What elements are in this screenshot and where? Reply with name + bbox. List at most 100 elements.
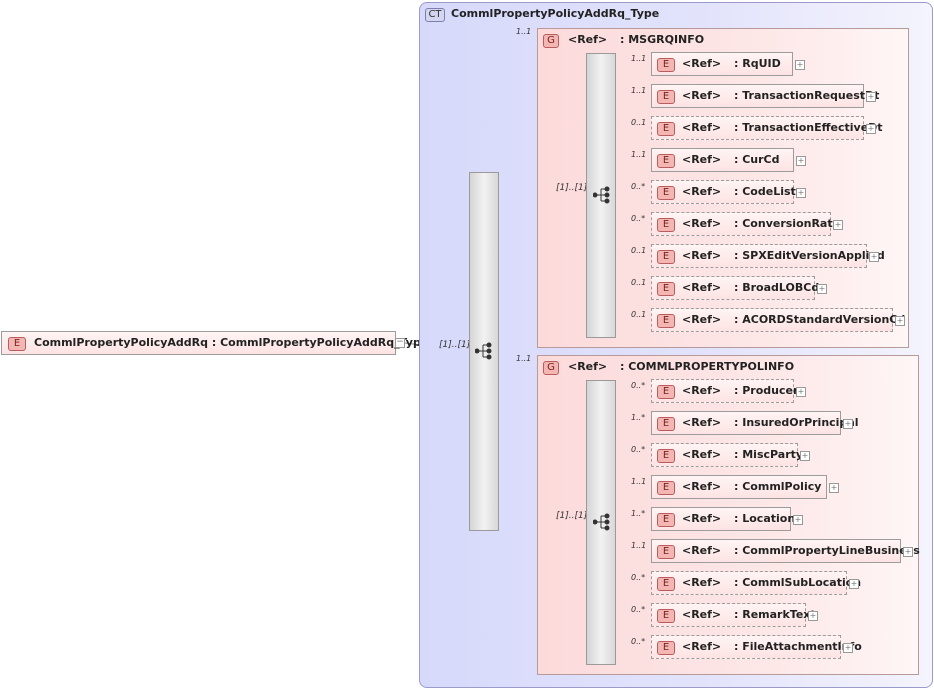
element-ref-label: <Ref> [682,448,722,461]
element-name-label: : CodeList [734,185,796,198]
expand-icon[interactable]: + [869,252,879,262]
complex-type-label: CommlPropertyPolicyAddRq_Type [451,7,660,20]
expand-icon[interactable]: + [895,316,905,326]
element-ref-label: <Ref> [682,313,722,326]
element-ref-label: <Ref> [682,249,722,262]
expand-icon[interactable]: + [796,387,806,397]
group2-cardinality: 1..1 [516,354,532,363]
element-tag-icon: E [657,641,675,655]
element-cardinality: 0..* [631,182,646,191]
element-name-label: : BroadLOBCd [734,281,820,294]
element-cardinality: 0..* [631,605,646,614]
element-name-label: : Location [734,512,796,525]
expand-icon[interactable]: + [796,188,806,198]
expand-icon[interactable]: + [808,611,818,621]
group2-sequence-icon [593,513,610,531]
element-name-label: : CommlPropertyLineBusiness [734,544,920,557]
element-ref-label: <Ref> [682,121,722,134]
element-cardinality: 0..1 [631,246,647,255]
element-cardinality: 0..* [631,573,646,582]
expand-icon[interactable]: + [793,515,803,525]
expand-icon[interactable]: + [833,220,843,230]
element-tag-icon: E [657,90,675,104]
element-cardinality: 1..* [631,413,646,422]
group1-cardinality: 1..1 [516,27,532,36]
element-box[interactable]: E<Ref>: Location [651,507,795,531]
sequence-occurrence: [1]..[1] [439,340,471,350]
element-cardinality: 0..1 [631,310,647,319]
group-tag-icon: G [543,34,559,48]
expand-icon[interactable]: + [849,579,859,589]
element-tag-icon: E [657,385,675,399]
element-cardinality: 0..1 [631,118,647,127]
expand-icon[interactable]: + [903,547,913,557]
expand-icon[interactable]: + [800,451,810,461]
element-box[interactable]: E <Ref> : TransactionRequestDt [651,84,879,108]
sequence-icon [475,342,492,360]
group1-ref: <Ref> [568,33,608,46]
group-tag-icon: G [543,361,559,375]
element-box[interactable]: E<Ref>: Producer [651,379,798,403]
element-box[interactable]: E<Ref>: MiscParty [651,443,803,467]
element-box[interactable]: E <Ref> : CodeList [651,180,796,204]
element-box[interactable]: E<Ref>: CommlPropertyLineBusiness [651,539,920,563]
element-box[interactable]: E <Ref> : InsuredOrPrincipal [651,411,859,435]
expand-icon[interactable]: + [866,124,876,134]
element-tag-icon: E [657,154,675,168]
element-tag-icon: E [657,314,675,328]
expand-icon[interactable]: + [829,483,839,493]
element-box[interactable]: E<Ref>: ACORDStandardVersionCd [651,308,905,332]
element-cardinality: 1..1 [631,86,647,95]
element-box[interactable]: E<Ref>: RqUID [651,52,793,76]
element-box[interactable]: E<Ref>: ConversionRate [651,212,840,236]
element-cardinality: 1..1 [631,477,647,486]
complex-type-tag-icon: CT [425,8,445,22]
element-ref-label: <Ref> [682,608,722,621]
element-ref-label: <Ref> [682,185,722,198]
expand-icon[interactable]: + [796,156,806,166]
element-cardinality: 1..1 [631,54,647,63]
expand-icon[interactable]: + [843,419,853,429]
element-box[interactable]: E <Ref> : SPXEditVersionApplied [651,244,885,268]
collapse-icon[interactable]: − [395,337,405,348]
group1-sequence-occurrence: [1]..[1] [556,183,588,193]
group2-sequence-occurrence: [1]..[1] [556,511,588,521]
group2-name: : COMMLPROPERTYPOLINFO [620,360,795,373]
element-cardinality: 0..* [631,214,646,223]
element-cardinality: 1..1 [631,150,647,159]
element-box[interactable]: E<Ref>: CurCd [651,148,794,172]
element-box[interactable]: E<Ref>: RemarkText [651,603,816,627]
element-box[interactable]: E<Ref>: CommlPolicy [651,475,827,499]
element-ref-label: <Ref> [682,89,722,102]
element-cardinality: 0..* [631,445,646,454]
element-name-label: : CommlSubLocation [734,576,862,589]
element-name-label: : TransactionRequestDt [734,89,880,102]
element-tag-icon: E [657,417,675,431]
element-name-label: : InsuredOrPrincipal [734,416,859,429]
element-name-label: : CommlPolicy [734,480,822,493]
element-ref-label: <Ref> [682,480,722,493]
expand-icon[interactable]: + [843,643,853,653]
element-tag-icon: E [657,545,675,559]
expand-icon[interactable]: + [866,92,876,102]
group1-sequence-icon [593,186,610,204]
element-tag-icon: E [657,609,675,623]
element-cardinality: 1..1 [631,541,647,550]
element-tag-icon: E [657,250,675,264]
element-ref-label: <Ref> [682,57,722,70]
element-ref-label: <Ref> [682,416,722,429]
element-box[interactable]: E<Ref>: CommlSubLocation [651,571,861,595]
element-tag-icon: E [657,58,675,72]
element-tag-icon: E [657,186,675,200]
element-box[interactable]: E<Ref>: FileAttachmentInfo [651,635,862,659]
expand-icon[interactable]: + [817,284,827,294]
element-name-label: : TransactionEffectiveDt [734,121,883,134]
element-tag-icon: E [657,577,675,591]
expand-icon[interactable]: + [795,60,805,70]
element-name-label: : SPXEditVersionApplied [734,249,885,262]
element-ref-label: <Ref> [682,512,722,525]
root-element-box[interactable]: E CommlPropertyPolicyAddRq : CommlProper… [1,331,428,355]
element-box[interactable]: E<Ref>: TransactionEffectiveDt [651,116,883,140]
element-box[interactable]: E<Ref>: BroadLOBCd [651,276,819,300]
root-element-label: CommlPropertyPolicyAddRq : CommlProperty… [34,336,429,349]
